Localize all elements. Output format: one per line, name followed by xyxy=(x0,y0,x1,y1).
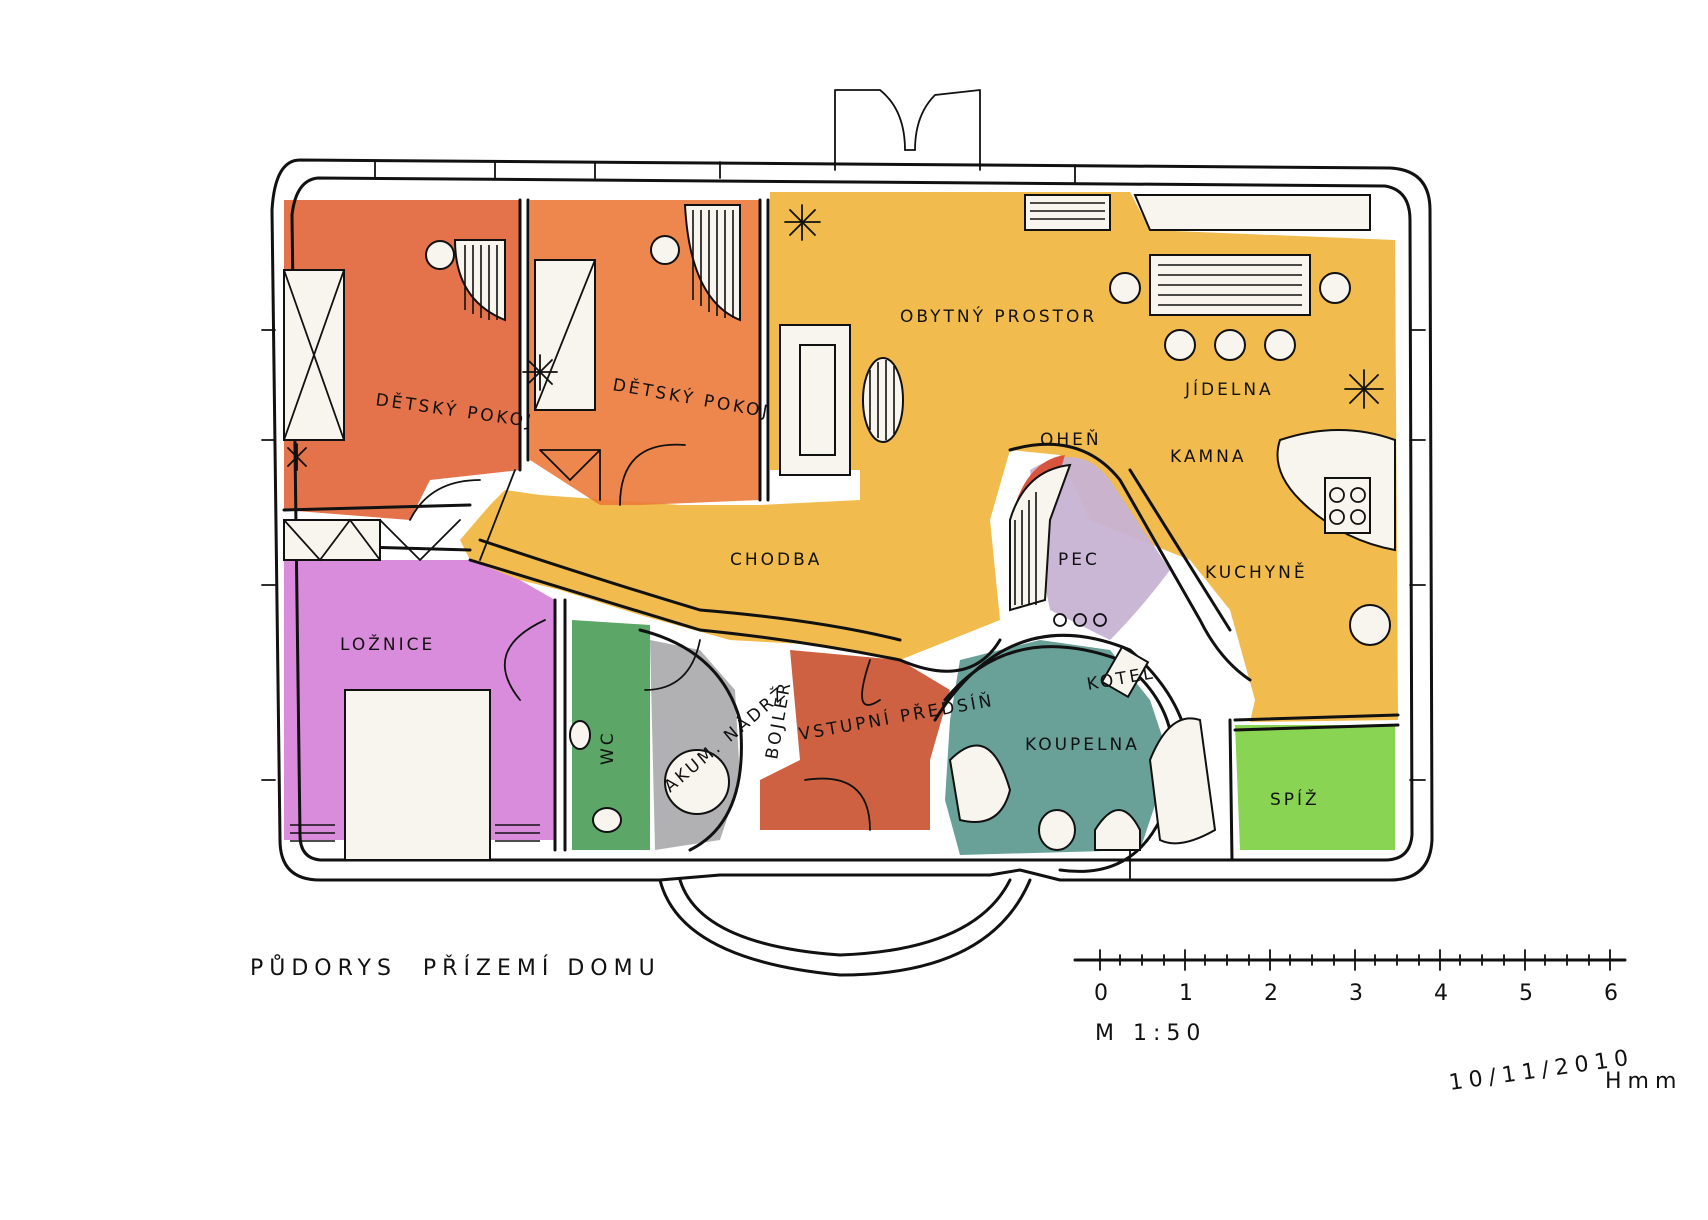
scale-bar: 0 1 2 3 4 5 6 M 1:50 xyxy=(1073,949,1627,1046)
label-stove: KAMNA xyxy=(1170,447,1247,467)
wardrobe-stripes-2 xyxy=(692,210,734,318)
label-wc: WC xyxy=(598,730,618,765)
scale-tick-4: 4 xyxy=(1434,981,1448,1006)
label-bathroom: KOUPELNA xyxy=(1025,735,1140,755)
fill-stove xyxy=(1030,457,1170,640)
fill-wc xyxy=(572,620,650,850)
label-corridor: CHODBA xyxy=(730,550,822,570)
fill-pantry xyxy=(1235,725,1395,850)
scale-tick-2: 2 xyxy=(1264,981,1278,1006)
scale-tick-0: 0 xyxy=(1094,981,1108,1006)
label-pantry: SPÍŽ xyxy=(1270,788,1320,810)
scale-label: M 1:50 xyxy=(1095,1021,1206,1046)
table-stripes xyxy=(869,360,895,440)
scale-tick-3: 3 xyxy=(1349,981,1363,1006)
label-oven: PEC xyxy=(1058,550,1100,570)
wardrobe-stripes-1 xyxy=(464,245,498,320)
radiator-stripes xyxy=(1030,202,1105,220)
label-dining: JÍDELNA xyxy=(1184,378,1274,400)
scale-tick-1: 1 xyxy=(1179,981,1193,1006)
label-bedroom: LOŽNICE xyxy=(340,633,435,655)
fill-living-area xyxy=(460,192,1398,722)
label-living-space: OBYTNÝ PROSTOR xyxy=(900,305,1097,327)
signature-name: Hmm xyxy=(1605,1069,1682,1094)
scale-tick-6: 6 xyxy=(1604,981,1618,1006)
label-kitchen: KUCHYNĚ xyxy=(1205,561,1308,583)
scale-tick-5: 5 xyxy=(1519,981,1533,1006)
label-fire: OHEŇ xyxy=(1040,428,1102,450)
dining-table-stripes xyxy=(1158,264,1302,306)
drawing-title: PŮDORYS PŘÍZEMÍ DOMU xyxy=(250,954,661,981)
fill-entry xyxy=(760,650,950,830)
bedroom-stripes xyxy=(290,824,540,842)
furniture xyxy=(283,194,1396,881)
stove-stripes xyxy=(1014,492,1037,605)
